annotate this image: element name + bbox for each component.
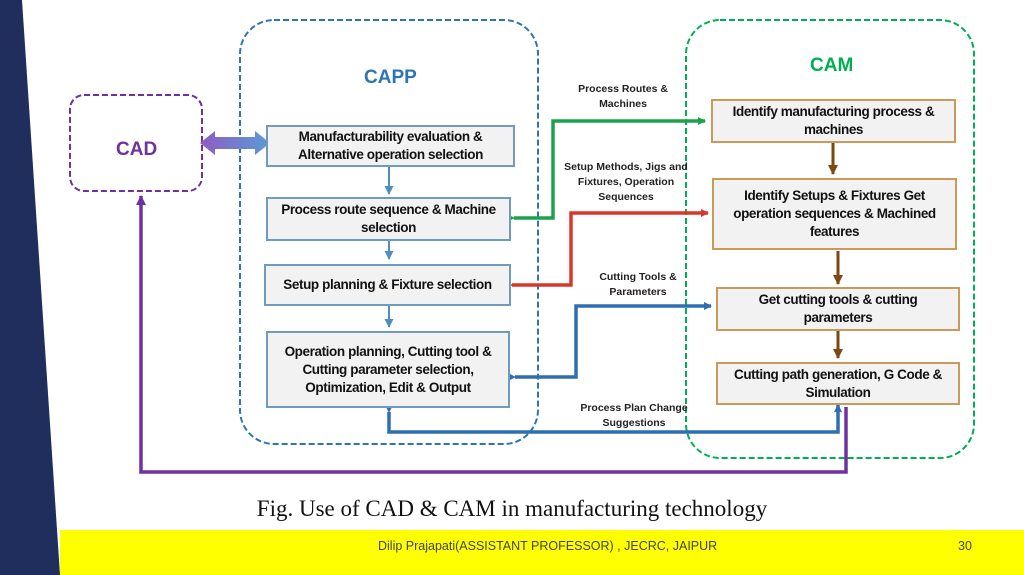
edge-label-process-plan: Process Plan Change Suggestions: [580, 402, 688, 429]
capp-label: CAPP: [364, 67, 417, 88]
cam-label: CAM: [810, 55, 854, 76]
capp-step-setup-planning: Setup planning & Fixture selection: [264, 264, 511, 306]
cam-step-cutting-tools: Get cutting tools & cutting parameters: [716, 287, 960, 331]
process-plan-arrow: [385, 404, 842, 434]
footer-bar: [60, 530, 1024, 575]
capp-step-operation-planning: Operation planning, Cutting tool & Cutti…: [266, 331, 510, 408]
footer-author: Dilip Prajapati(ASSISTANT PROFESSOR) , J…: [378, 539, 718, 553]
setup-methods-arrow: [505, 209, 709, 289]
left-decor-stripe: [0, 0, 60, 575]
cam-to-cad-feedback-arrow: [136, 195, 848, 474]
capp-step-manufacturability: Manufacturability evaluation & Alternati…: [266, 125, 515, 167]
edge-label-process-routes: Process Routes & Machines: [578, 83, 668, 110]
cam-step-identify-process: Identify manufacturing process & machine…: [711, 99, 956, 143]
edge-label-cutting-tools: Cutting Tools & Parameters: [599, 271, 677, 298]
figure-caption: Fig. Use of CAD & CAM in manufacturing t…: [256, 496, 768, 521]
cam-step-identify-setups: Identify Setups & Fixtures Get operation…: [712, 178, 957, 250]
cad-capp-link-arrow: [200, 131, 270, 155]
edge-label-setup-methods: Setup Methods, Jigs and Fixtures, Operat…: [564, 161, 688, 203]
page-number: 30: [958, 539, 972, 553]
capp-step-process-route: Process route sequence & Machine selecti…: [266, 197, 511, 241]
cutting-tools-arrow: [508, 302, 712, 381]
cam-step-cutting-path: Cutting path generation, G Code & Simula…: [716, 362, 960, 405]
cad-label: CAD: [116, 139, 158, 160]
